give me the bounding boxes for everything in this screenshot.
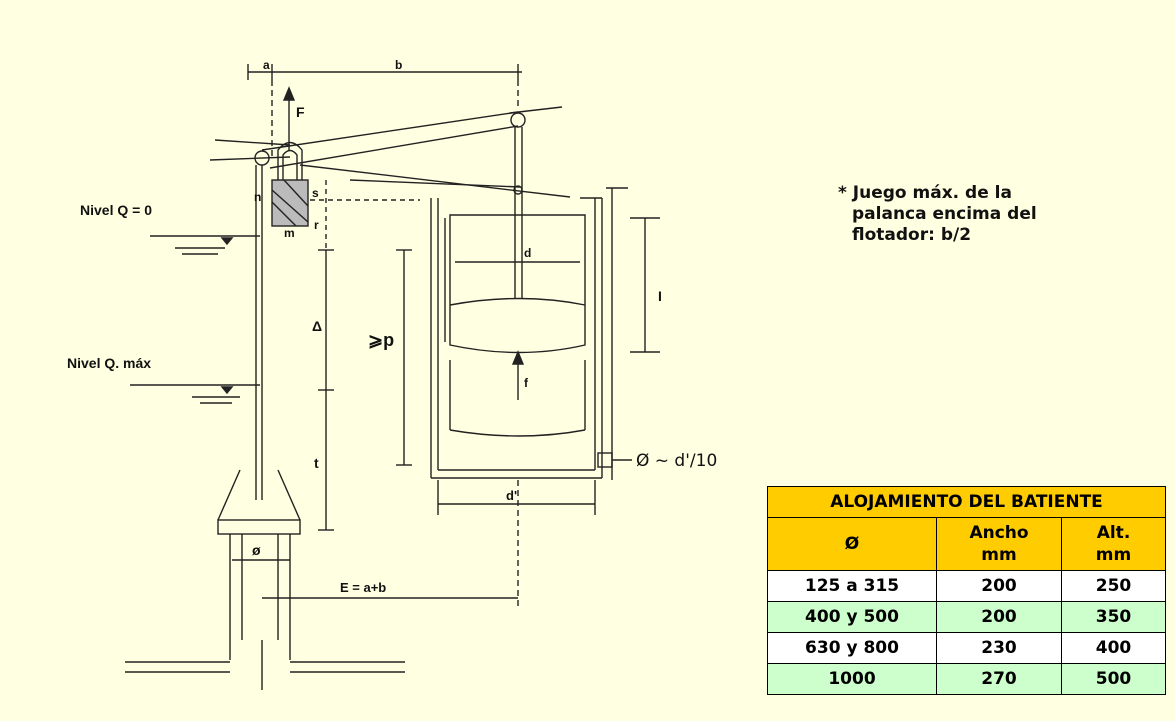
cell-diameter: 125 a 315 xyxy=(767,570,937,602)
note-line-2: palanca encima del xyxy=(852,204,1037,224)
cell-ancho: 200 xyxy=(936,570,1062,602)
dim-m-label: m xyxy=(284,226,295,240)
force-f-label: F xyxy=(296,104,305,120)
dim-p-label: ⩾p xyxy=(368,330,395,350)
header-ancho: Ancho mm xyxy=(936,517,1062,571)
cell-ancho: 270 xyxy=(936,663,1062,695)
dim-dprime-label: d' xyxy=(506,488,518,503)
table-row: 1000 270 500 xyxy=(767,663,1166,695)
header-ancho-text: Ancho mm xyxy=(969,523,1029,565)
cell-diameter: 400 y 500 xyxy=(767,601,937,633)
batiente-housing-table: ALOJAMIENTO DEL BATIENTE Ø Ancho mm Alt.… xyxy=(767,486,1166,695)
lever-play-note: * Juego máx. de la palanca encima del fl… xyxy=(838,183,1037,246)
dim-d-label: d xyxy=(524,246,532,260)
cell-alt: 350 xyxy=(1061,601,1166,633)
dim-diameter-label: ø xyxy=(252,542,261,558)
table-row: 125 a 315 200 250 xyxy=(767,570,1166,602)
drain-diameter-label: Ø ~ d'/10 xyxy=(636,451,718,471)
dim-e-label: E = a+b xyxy=(340,580,387,595)
cell-ancho: 230 xyxy=(936,632,1062,664)
dim-a-label: a xyxy=(263,58,270,72)
table-title: ALOJAMIENTO DEL BATIENTE xyxy=(767,486,1166,518)
cell-diameter: 1000 xyxy=(767,663,937,695)
note-line-3: flotador: b/2 xyxy=(852,225,972,245)
level-qmax-label: Nivel Q. máx xyxy=(67,355,152,371)
dim-s-label: s xyxy=(312,186,319,200)
cell-alt: 250 xyxy=(1061,570,1166,602)
cell-diameter: 630 y 800 xyxy=(767,632,937,664)
table-row: 630 y 800 230 400 xyxy=(767,632,1166,664)
header-alt-text: Alt. mm xyxy=(1095,523,1132,565)
header-alt: Alt. mm xyxy=(1061,517,1166,571)
note-line-1: * Juego máx. de la xyxy=(838,183,1012,203)
cell-alt: 400 xyxy=(1061,632,1166,664)
dim-t-label: t xyxy=(314,455,319,471)
dim-i-label: I xyxy=(658,288,662,304)
dim-delta-label: Δ xyxy=(312,318,323,334)
dim-f-label: f xyxy=(524,376,528,390)
cell-ancho: 200 xyxy=(936,601,1062,633)
dim-n-label: n xyxy=(254,190,262,204)
table-row: 400 y 500 200 350 xyxy=(767,601,1166,633)
float-lever-diagram xyxy=(125,64,660,690)
dim-b-label: b xyxy=(395,58,403,72)
dim-r-label: r xyxy=(314,218,319,232)
cell-alt: 500 xyxy=(1061,663,1166,695)
header-diameter: Ø xyxy=(767,517,937,571)
level-q0-label: Nivel Q = 0 xyxy=(80,202,152,218)
